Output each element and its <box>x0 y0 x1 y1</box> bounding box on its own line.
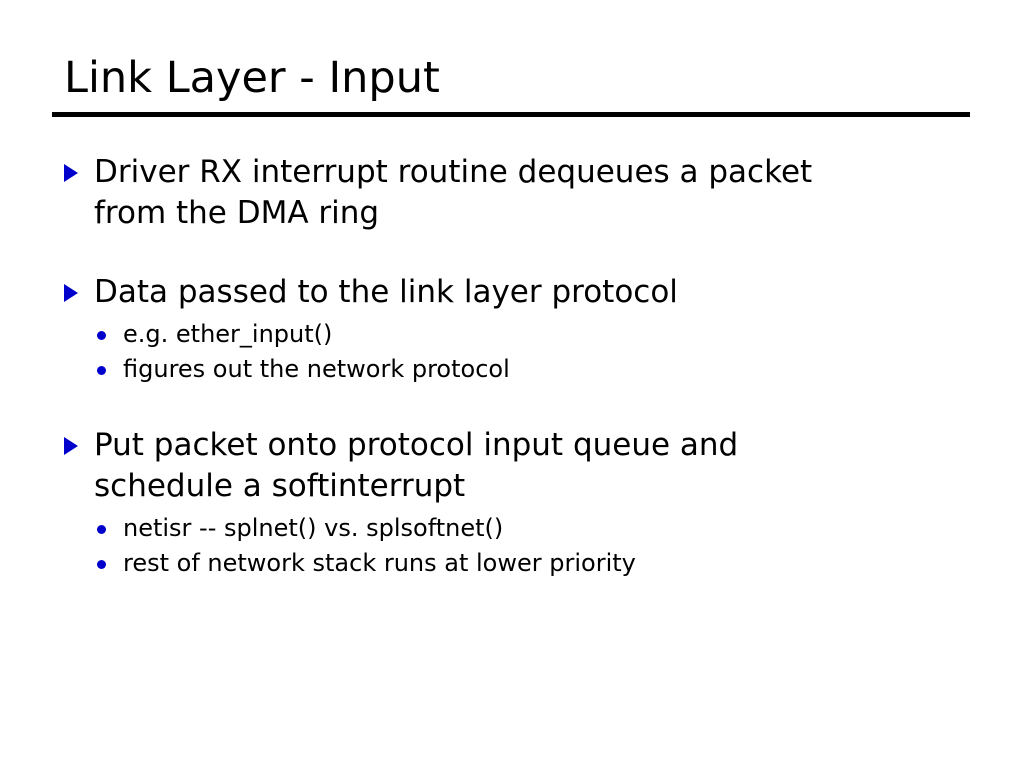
sub-bullet-text: rest of network stack runs at lower prio… <box>123 549 636 577</box>
title-divider <box>52 112 970 117</box>
triangle-right-icon <box>64 272 94 302</box>
bullet-dot-icon <box>97 352 123 375</box>
sub-bullet-text: e.g. ether_input() <box>123 320 333 348</box>
bullet-dot-icon <box>97 546 123 569</box>
bullet-text: Data passed to the link layer protocol <box>94 274 678 310</box>
sub-list: netisr -- splnet() vs. splsoftnet() rest… <box>64 511 964 581</box>
bullet-group: Put packet onto protocol input queue and… <box>64 425 964 581</box>
triangle-right-icon <box>64 425 94 455</box>
bullet-text: Put packet onto protocol input queue and… <box>94 427 739 504</box>
sub-bullet-text: figures out the network protocol <box>123 355 510 383</box>
page-title: Link Layer - Input <box>64 53 440 103</box>
bullet-group: Driver RX interrupt routine dequeues a p… <box>64 152 964 234</box>
triangle-right-icon <box>64 152 94 182</box>
sub-bullet-text: netisr -- splnet() vs. splsoftnet() <box>123 514 504 542</box>
sub-list: e.g. ether_input() figures out the netwo… <box>64 317 964 387</box>
list-item: Driver RX interrupt routine dequeues a p… <box>64 152 964 234</box>
list-item: Data passed to the link layer protocol <box>64 272 964 313</box>
list-item: Put packet onto protocol input queue and… <box>64 425 964 507</box>
bullet-dot-icon <box>97 317 123 340</box>
sub-list-item: netisr -- splnet() vs. splsoftnet() <box>64 511 964 546</box>
bullet-group: Data passed to the link layer protocol e… <box>64 272 964 387</box>
sub-list-item: figures out the network protocol <box>64 352 964 387</box>
bullet-text: Driver RX interrupt routine dequeues a p… <box>94 154 813 231</box>
sub-list-item: rest of network stack runs at lower prio… <box>64 546 964 581</box>
sub-list-item: e.g. ether_input() <box>64 317 964 352</box>
bullet-dot-icon <box>97 511 123 534</box>
slide-body: Driver RX interrupt routine dequeues a p… <box>64 152 964 581</box>
